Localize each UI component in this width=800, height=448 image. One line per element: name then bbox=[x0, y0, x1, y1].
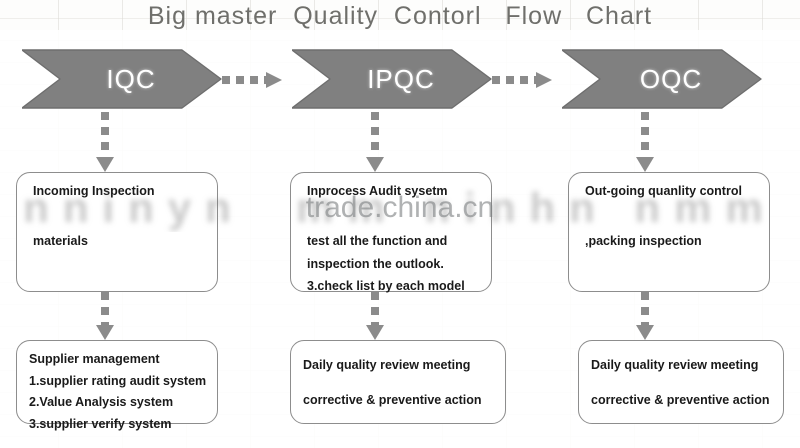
box-line: corrective & preventive action bbox=[303, 392, 482, 407]
connector-arrow-horizontal bbox=[222, 72, 284, 88]
box-line: materials bbox=[33, 234, 88, 248]
box-line: 2.Value Analysis system bbox=[29, 395, 174, 409]
arrowhead-right-icon bbox=[266, 72, 282, 88]
connector-dashes bbox=[371, 292, 379, 325]
box-body: Daily quality review meeting corrective … bbox=[303, 359, 482, 428]
connector-arrow-vertical bbox=[636, 112, 654, 172]
box-line: corrective & preventive action bbox=[591, 392, 770, 407]
box-line: 3.supplier verify system bbox=[29, 416, 172, 431]
box-line: test all the function and bbox=[307, 234, 448, 248]
box-header: Incoming Inspection bbox=[33, 184, 155, 198]
stage-chevron-ipqc[interactable]: IPQC bbox=[292, 48, 492, 110]
connector-dashes bbox=[371, 112, 379, 157]
action-box-daily-quality-review-right[interactable]: Daily quality review meeting corrective … bbox=[578, 340, 784, 424]
page-title: Big master Quality Contorl Flow Chart bbox=[147, 2, 653, 30]
box-body: Supplier management 1.supplier rating au… bbox=[29, 353, 206, 439]
stage-chevron-oqc[interactable]: OQC bbox=[562, 48, 762, 110]
stage-label: OQC bbox=[639, 63, 703, 94]
connector-dashes bbox=[641, 112, 649, 157]
connector-dashes bbox=[222, 76, 266, 84]
stage-label: IPQC bbox=[367, 63, 435, 94]
connector-arrow-vertical bbox=[366, 112, 384, 172]
connector-arrow-vertical bbox=[366, 292, 384, 340]
box-line: Daily quality review meeting bbox=[591, 358, 759, 372]
box-line: 1.supplier rating audit system bbox=[29, 373, 207, 388]
action-box-daily-quality-review-center[interactable]: Daily quality review meeting corrective … bbox=[290, 340, 506, 424]
stage-label: IQC bbox=[106, 63, 156, 94]
box-line: ,packing inspection bbox=[585, 234, 702, 248]
box-body: Daily quality review meeting corrective … bbox=[591, 359, 770, 428]
connector-arrow-vertical bbox=[96, 292, 114, 340]
connector-arrow-vertical bbox=[636, 292, 654, 340]
process-box-outgoing-quality-control[interactable]: Out-going quanlity control ,packing insp… bbox=[568, 172, 770, 292]
connector-arrow-horizontal bbox=[492, 72, 554, 88]
arrowhead-down-icon bbox=[96, 157, 114, 172]
stage-chevron-iqc[interactable]: IQC bbox=[22, 48, 222, 110]
action-box-supplier-management[interactable]: Supplier management 1.supplier rating au… bbox=[16, 340, 218, 430]
process-box-incoming-inspection[interactable]: Incoming Inspection materials bbox=[16, 172, 218, 292]
box-header: Out-going quanlity control bbox=[585, 184, 742, 198]
connector-dashes bbox=[641, 292, 649, 325]
box-body: ,packing inspection bbox=[585, 235, 702, 258]
connector-arrow-vertical bbox=[96, 112, 114, 172]
box-line: Supplier management bbox=[29, 352, 160, 366]
box-header: Inprocess Audit sysetm bbox=[307, 184, 448, 198]
box-line: Daily quality review meeting bbox=[303, 358, 471, 372]
connector-dashes bbox=[101, 112, 109, 157]
arrowhead-down-icon bbox=[366, 325, 384, 340]
process-box-inprocess-audit[interactable]: Inprocess Audit sysetm test all the func… bbox=[290, 172, 492, 292]
box-body: materials bbox=[33, 235, 88, 258]
arrowhead-down-icon bbox=[366, 157, 384, 172]
arrowhead-right-icon bbox=[536, 72, 552, 88]
arrowhead-down-icon bbox=[636, 325, 654, 340]
arrowhead-down-icon bbox=[96, 325, 114, 340]
arrowhead-down-icon bbox=[636, 157, 654, 172]
connector-dashes bbox=[101, 292, 109, 325]
connector-dashes bbox=[492, 76, 536, 84]
box-body: test all the function and inspection the… bbox=[307, 235, 465, 303]
box-line: inspection the outlook. bbox=[307, 256, 444, 271]
box-line: 3.check list by each model bbox=[307, 279, 465, 293]
